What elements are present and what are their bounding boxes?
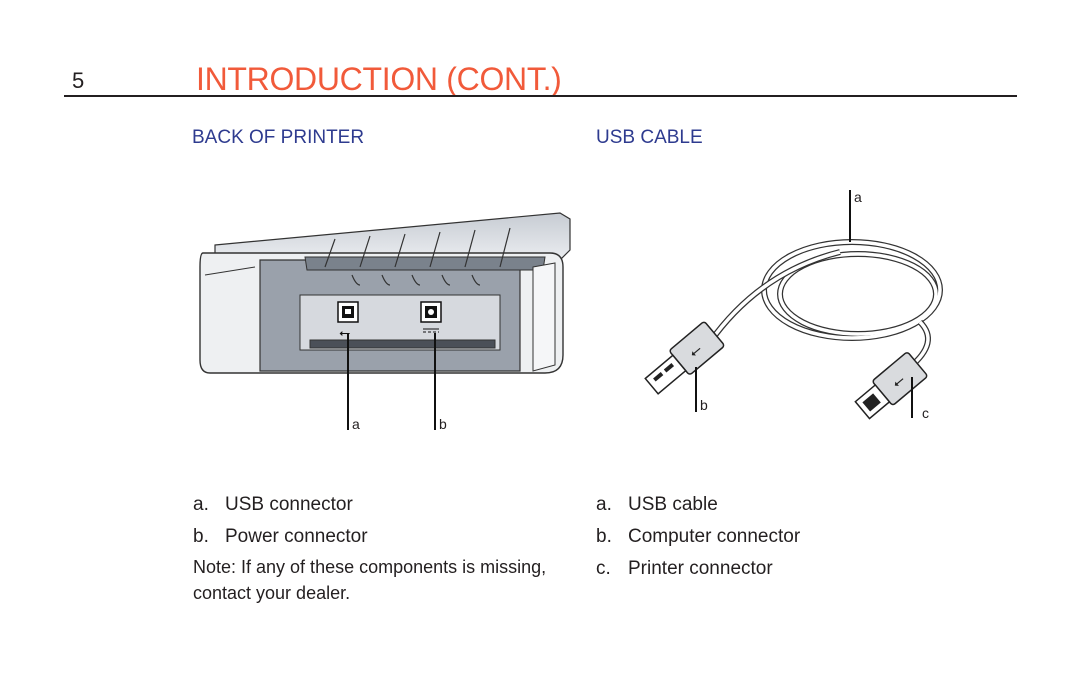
- page-number: 5: [72, 68, 85, 93]
- legend-item-usb-connector: a. USB connector: [193, 494, 353, 516]
- page-title: INTRODUCTION (CONT.): [196, 61, 562, 97]
- legend-label: Power connector: [225, 526, 368, 547]
- svg-text:⭠: ⭠: [339, 325, 350, 341]
- legend-label: Computer connector: [628, 526, 801, 547]
- cable-callout-a: a: [854, 189, 862, 205]
- cable-callout-c: c: [922, 405, 929, 421]
- legend-item-power-connector: b. Power connector: [193, 526, 368, 548]
- missing-components-note: Note: If any of these components is miss…: [193, 557, 547, 603]
- legend-label: USB cable: [628, 494, 718, 515]
- legend-marker: c.: [596, 558, 611, 579]
- title-rule: [64, 95, 1017, 97]
- callout-b: b: [439, 416, 447, 432]
- legend-item-usb-cable: a. USB cable: [596, 494, 718, 516]
- legend-label: Printer connector: [628, 558, 773, 579]
- legend-item-computer-connector: b. Computer connector: [596, 526, 800, 548]
- legend-item-printer-connector: c. Printer connector: [596, 558, 773, 580]
- legend-marker: b.: [596, 526, 612, 547]
- legend-marker: a.: [596, 494, 612, 515]
- legend-marker: b.: [193, 526, 209, 547]
- usb-cable-heading: USB CABLE: [596, 127, 703, 148]
- back-of-printer-heading: BACK OF PRINTER: [192, 127, 365, 148]
- printer-back-illustration: ⭠ a b: [199, 212, 571, 432]
- legend-label: USB connector: [225, 494, 353, 515]
- usb-cable-illustration: ⭠ ⭠ a b c: [644, 189, 943, 421]
- callout-a: a: [352, 416, 360, 432]
- cable-callout-b: b: [700, 397, 708, 413]
- legend-marker: a.: [193, 494, 209, 515]
